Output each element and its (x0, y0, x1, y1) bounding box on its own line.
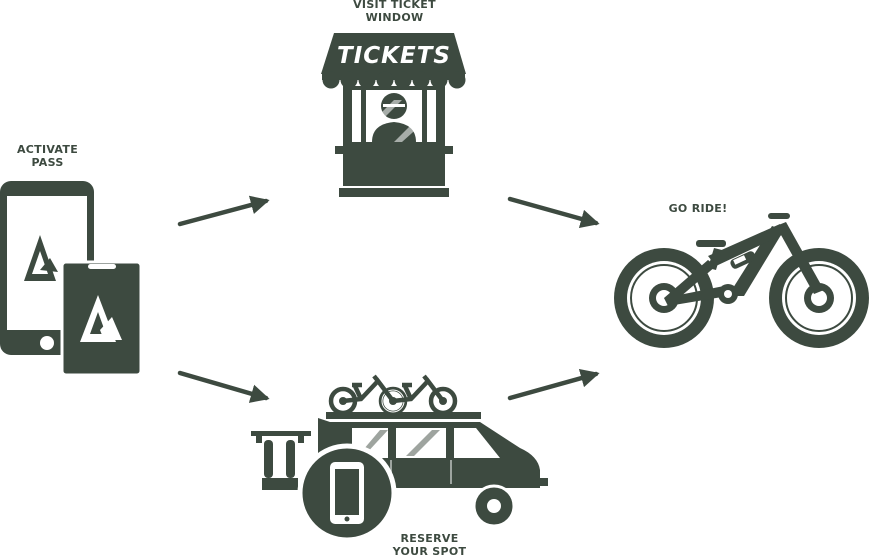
go-ride-label: GO RIDE! (668, 202, 728, 215)
activate-pass-label-line1: ACTIVATE (16, 143, 79, 156)
arrow-icon (507, 368, 600, 401)
activate-pass-label-line2: PASS (31, 156, 64, 169)
mountain-bike-icon (614, 213, 869, 348)
activate-pass-label: ACTIVATE PASS (0, 143, 95, 169)
arrow-icon (177, 195, 270, 227)
hitch-bikes-icon (251, 431, 311, 490)
van-with-bikes-icon (251, 374, 548, 543)
reserve-your-spot-label: RESERVE YOUR SPOT (372, 532, 487, 558)
reserve-your-spot-label-line1: RESERVE (400, 532, 459, 545)
phone-badge-icon (297, 443, 397, 543)
arrow-icon-group (177, 195, 600, 403)
visit-ticket-window-label: VISIT TICKET WINDOW (322, 0, 467, 24)
visit-ticket-window-label-line2: WINDOW (365, 11, 424, 24)
arrow-icon (177, 370, 270, 403)
booth-sign-text: TICKETS (337, 43, 451, 69)
reserve-your-spot-label-line2: YOUR SPOT (392, 545, 467, 558)
phone-and-card-pass-icon (0, 181, 143, 377)
visit-ticket-window-label-line1: VISIT TICKET (353, 0, 436, 11)
arrow-icon (507, 196, 600, 229)
ticket-booth-icon: TICKETS (321, 33, 466, 197)
